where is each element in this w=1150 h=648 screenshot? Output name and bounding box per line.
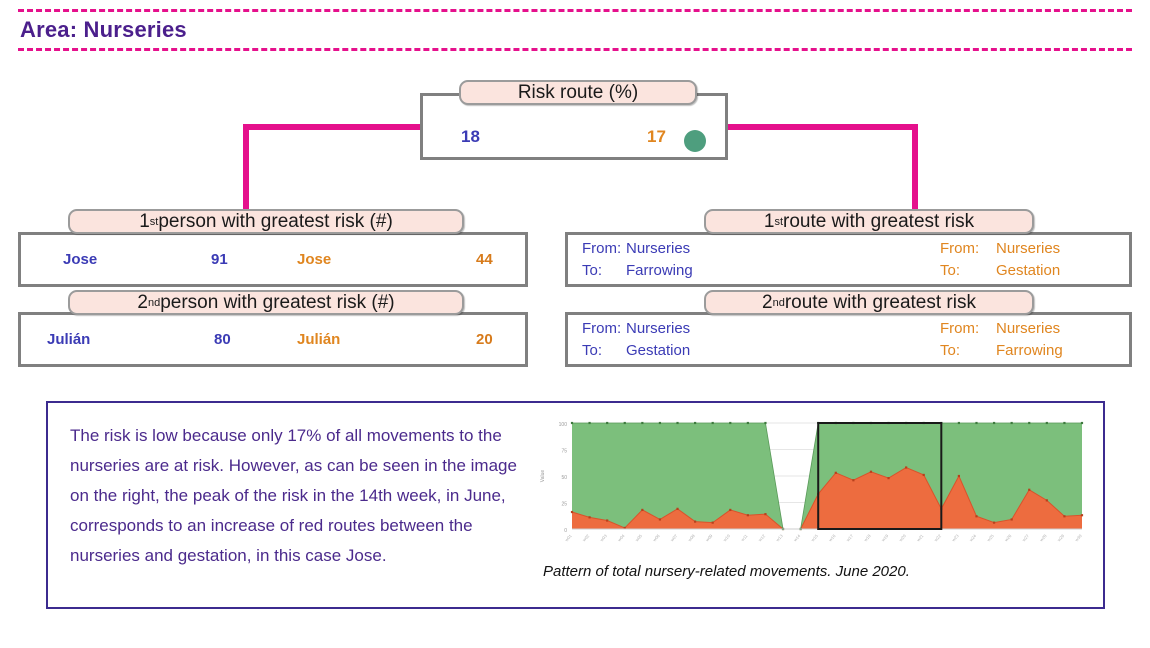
risk-route-value-orange: 17 bbox=[647, 127, 666, 146]
header-rule-bottom bbox=[18, 48, 1132, 51]
svg-text:w05: w05 bbox=[634, 533, 643, 543]
svg-text:w09: w09 bbox=[705, 533, 714, 543]
route1-left-to-value: Farrowing bbox=[626, 262, 693, 279]
svg-text:w21: w21 bbox=[916, 533, 925, 543]
svg-text:w12: w12 bbox=[757, 533, 766, 543]
route2-left-to-label: To: bbox=[582, 342, 603, 359]
risk-route-title-pill: Risk route (%) bbox=[459, 80, 697, 105]
svg-text:w20: w20 bbox=[898, 533, 907, 543]
svg-text:w10: w10 bbox=[722, 533, 731, 543]
person-card-1: Jose 91 Jose 44 bbox=[18, 232, 528, 287]
svg-text:w17: w17 bbox=[845, 533, 854, 543]
svg-text:w19: w19 bbox=[880, 533, 889, 543]
person2-rank-number: 2 bbox=[137, 291, 148, 313]
person1-title-rest: person with greatest risk (#) bbox=[158, 210, 393, 232]
svg-text:w06: w06 bbox=[652, 533, 661, 543]
page-title: Area: Nurseries bbox=[20, 17, 187, 42]
route1-right-to-value: Gestation bbox=[996, 262, 1061, 279]
route2-right-to: To: Farrowing bbox=[940, 342, 1063, 359]
svg-text:w28: w28 bbox=[1039, 533, 1048, 543]
person2-title-rest: person with greatest risk (#) bbox=[160, 291, 395, 313]
svg-text:75: 75 bbox=[561, 449, 567, 455]
person1-rank-number: 1 bbox=[139, 210, 150, 232]
green-status-dot-icon bbox=[684, 130, 706, 152]
risk-route-values: 18 17 bbox=[423, 122, 725, 152]
person1-value-blue: 91 bbox=[211, 251, 228, 268]
person-card-2: Julián 80 Julián 20 bbox=[18, 312, 528, 367]
route1-right-from-label: From: bbox=[940, 240, 980, 257]
svg-text:w11: w11 bbox=[740, 533, 749, 542]
svg-text:w14: w14 bbox=[793, 533, 802, 543]
route2-right-from: From: Nurseries bbox=[940, 320, 1060, 337]
svg-text:w13: w13 bbox=[775, 533, 784, 543]
person1-value-orange: 44 bbox=[476, 251, 493, 268]
route-card-2: From:Nurseries To:Gestation From:Nurseri… bbox=[565, 312, 1132, 367]
route2-rank-number: 2 bbox=[762, 291, 773, 313]
page-header: Area: Nurseries bbox=[0, 0, 1150, 58]
route1-left-from-label: From: bbox=[582, 240, 622, 257]
route1-left-from-value: Nurseries bbox=[626, 240, 691, 257]
route1-title-rest: route with greatest risk bbox=[783, 210, 975, 232]
route2-title-rest: route with greatest risk bbox=[784, 291, 976, 313]
person2-value-blue: 80 bbox=[214, 331, 231, 348]
summary-panel: The risk is low because only 17% of all … bbox=[46, 401, 1105, 609]
route2-right-from-label: From: bbox=[940, 320, 980, 337]
route1-right-from: From: Nurseries bbox=[940, 240, 1060, 257]
route1-right-from-value: Nurseries bbox=[996, 240, 1061, 257]
svg-text:w08: w08 bbox=[687, 533, 696, 543]
svg-text:w16: w16 bbox=[828, 533, 837, 543]
svg-text:w07: w07 bbox=[669, 533, 678, 543]
svg-text:w24: w24 bbox=[968, 533, 977, 543]
svg-text:100: 100 bbox=[559, 422, 568, 428]
svg-text:w02: w02 bbox=[581, 533, 590, 543]
svg-text:w18: w18 bbox=[863, 533, 872, 543]
route1-rank-number: 1 bbox=[763, 210, 775, 232]
svg-text:50: 50 bbox=[561, 475, 567, 481]
risk-route-value-blue: 18 bbox=[461, 127, 480, 146]
summary-text: The risk is low because only 17% of all … bbox=[70, 426, 517, 565]
route2-left-from: From:Nurseries bbox=[582, 320, 690, 337]
svg-text:w23: w23 bbox=[951, 533, 960, 543]
svg-text:w03: w03 bbox=[599, 533, 608, 543]
route2-left-from-value: Nurseries bbox=[626, 320, 691, 337]
svg-text:w26: w26 bbox=[1004, 533, 1013, 543]
svg-text:0: 0 bbox=[564, 528, 567, 534]
route2-right-to-value: Farrowing bbox=[996, 342, 1063, 359]
person2-value-orange: 20 bbox=[476, 331, 493, 348]
route1-right-to-label: To: bbox=[940, 262, 961, 279]
route2-left-to-value: Gestation bbox=[626, 342, 691, 359]
route1-left-to-label: To: bbox=[582, 262, 603, 279]
route1-right-to: To: Gestation bbox=[940, 262, 1060, 279]
route2-left-to: To: Gestation bbox=[582, 342, 690, 359]
route2-right-from-value: Nurseries bbox=[996, 320, 1061, 337]
svg-text:w25: w25 bbox=[986, 533, 995, 543]
svg-text:w01: w01 bbox=[564, 533, 573, 543]
svg-text:Value: Value bbox=[540, 470, 546, 483]
svg-text:w27: w27 bbox=[1021, 533, 1030, 543]
person2-name-orange: Julián bbox=[297, 331, 341, 348]
route1-left-to: To: Farrowing bbox=[582, 262, 693, 279]
person1-name-blue: Jose bbox=[63, 251, 98, 268]
chart-caption: Pattern of total nursery-related movemen… bbox=[543, 563, 910, 580]
svg-text:w29: w29 bbox=[1056, 533, 1065, 543]
person1-name-orange: Jose bbox=[297, 251, 332, 268]
route-card-1: From:Nurseries To:Farrowing From:Nurseri… bbox=[565, 232, 1132, 287]
route2-right-to-label: To: bbox=[940, 342, 961, 359]
route1-left-from: From:Nurseries bbox=[582, 240, 690, 257]
svg-text:w15: w15 bbox=[810, 533, 819, 543]
header-rule-top bbox=[18, 9, 1132, 12]
svg-text:w04: w04 bbox=[617, 533, 626, 543]
person2-name-blue: Julián bbox=[47, 331, 91, 348]
svg-text:w30: w30 bbox=[1074, 533, 1083, 543]
route2-left-from-label: From: bbox=[582, 320, 622, 337]
svg-text:25: 25 bbox=[561, 502, 567, 508]
svg-text:w22: w22 bbox=[933, 533, 942, 543]
